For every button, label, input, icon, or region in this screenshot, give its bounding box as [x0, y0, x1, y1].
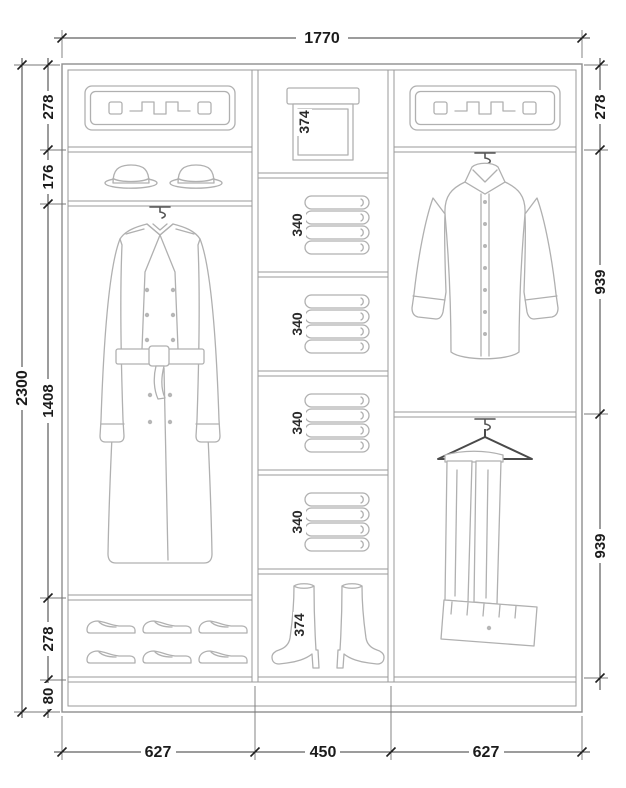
dim-left-3: 278: [40, 626, 57, 651]
dim-middle-0: 374: [296, 110, 312, 134]
dim-left-1: 176: [40, 164, 57, 189]
dimension-labels: 1770 2300 278 176 1408 278 80 278 939 93…: [13, 29, 609, 761]
dim-bottom-0: 627: [145, 744, 172, 761]
dim-right-0: 278: [592, 94, 609, 119]
dim-right-2: 939: [592, 533, 609, 558]
right-shelves: [394, 146, 576, 678]
folded-linen-icon: [304, 294, 370, 354]
dim-left-2: 1408: [40, 384, 57, 417]
wardrobe-frame: [61, 63, 583, 713]
left-shelves: [68, 146, 252, 678]
dim-middle-5: 374: [291, 613, 307, 637]
dim-left-4: 80: [40, 688, 57, 705]
folded-linen-icon: [304, 492, 370, 552]
dim-middle-4: 340: [289, 510, 305, 534]
middle-shelves: [258, 172, 388, 678]
dim-total-width: 1770: [304, 30, 340, 47]
hanger-hook-icon: [474, 152, 496, 165]
dim-bottom-2: 627: [473, 744, 500, 761]
dim-middle-3: 340: [289, 411, 305, 435]
dim-bottom-1: 450: [310, 744, 337, 761]
trousers-illustration: [437, 429, 538, 647]
dim-right-1: 939: [592, 269, 609, 294]
suitcase-icon: [84, 85, 236, 131]
coat-illustration: [99, 223, 221, 564]
shoes-illustration: [86, 620, 248, 664]
dim-left-0: 278: [40, 94, 57, 119]
hat-icon: [169, 164, 223, 189]
hanger-hook-icon: [474, 418, 496, 431]
dim-middle-2: 340: [289, 312, 305, 336]
hanger-hook-icon: [149, 206, 171, 219]
hat-icon: [104, 164, 158, 189]
folded-linen-icon: [304, 393, 370, 453]
folded-linen-icon: [304, 195, 370, 255]
shirt-illustration: [411, 162, 559, 360]
boots-illustration: [271, 583, 385, 669]
dim-middle-1: 340: [289, 213, 305, 237]
suitcase-icon: [409, 85, 561, 131]
dim-total-height: 2300: [14, 370, 31, 406]
